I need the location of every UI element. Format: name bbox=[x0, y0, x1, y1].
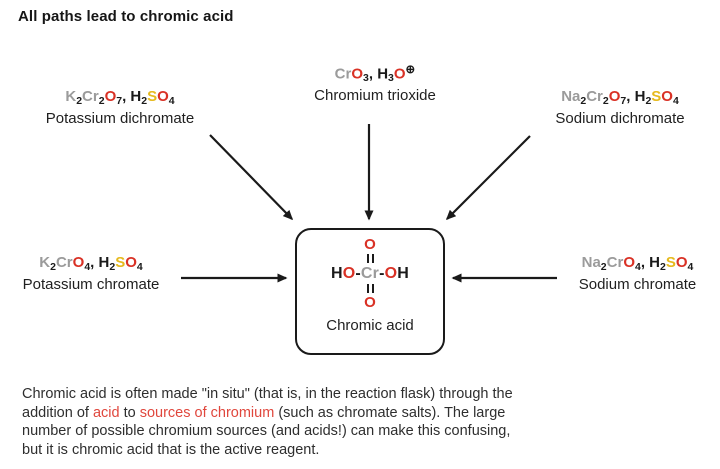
label-chromium-trioxide: Chromium trioxide bbox=[314, 87, 436, 105]
arrow-from-potassium-dichromate bbox=[209, 134, 294, 221]
paragraph-line: number of possible chromium sources (and… bbox=[22, 423, 511, 440]
label-potassium-chromate: Potassium chromate bbox=[22, 275, 160, 293]
formula-sodium-dichromate: Na2Cr2O7, H2SO4 bbox=[561, 88, 679, 107]
chromic-acid-label: Chromic acid bbox=[326, 317, 414, 334]
formula-potassium-dichromate: K2Cr2O7, H2SO4 bbox=[65, 88, 175, 107]
double-bond-bottom bbox=[366, 284, 374, 293]
structure-top-oxygen: O bbox=[364, 236, 376, 253]
arrow-from-sodium-dichromate bbox=[445, 135, 531, 221]
double-bond-top bbox=[366, 254, 374, 263]
page-title: All paths lead to chromic acid bbox=[18, 8, 234, 25]
label-sodium-chromate: Sodium chromate bbox=[578, 275, 697, 293]
label-potassium-dichromate: Potassium dichromate bbox=[45, 109, 195, 127]
structure-center-row: HO-Cr-OH bbox=[330, 265, 410, 282]
paragraph-line: Chromic acid is often made "in situ" (th… bbox=[22, 386, 513, 402]
chromic-acid-box: O HO-Cr-OH O Chromic acid bbox=[295, 228, 445, 355]
description-paragraph: Chromic acid is often made "in situ" (th… bbox=[22, 385, 702, 459]
reagent-chromium-trioxide: CrO3, H3O⊕ Chromium trioxide bbox=[280, 62, 470, 104]
paragraph-line: but it is chromic acid that is the activ… bbox=[22, 441, 320, 458]
formula-sodium-chromate: Na2CrO4, H2SO4 bbox=[581, 254, 694, 273]
label-sodium-dichromate: Sodium dichromate bbox=[555, 109, 685, 127]
formula-chromium-trioxide: CrO3, H3O⊕ bbox=[334, 63, 416, 85]
reagent-sodium-chromate: Na2CrO4, H2SO4 Sodium chromate bbox=[560, 254, 715, 293]
reagent-potassium-dichromate: K2Cr2O7, H2SO4 Potassium dichromate bbox=[20, 88, 220, 127]
paragraph-line: addition of acid to sources of chromium … bbox=[22, 404, 506, 421]
structure-bottom-oxygen: O bbox=[364, 294, 376, 311]
reagent-sodium-dichromate: Na2Cr2O7, H2SO4 Sodium dichromate bbox=[525, 88, 715, 127]
formula-potassium-chromate: K2CrO4, H2SO4 bbox=[39, 254, 143, 273]
reagent-potassium-chromate: K2CrO4, H2SO4 Potassium chromate bbox=[5, 254, 177, 293]
